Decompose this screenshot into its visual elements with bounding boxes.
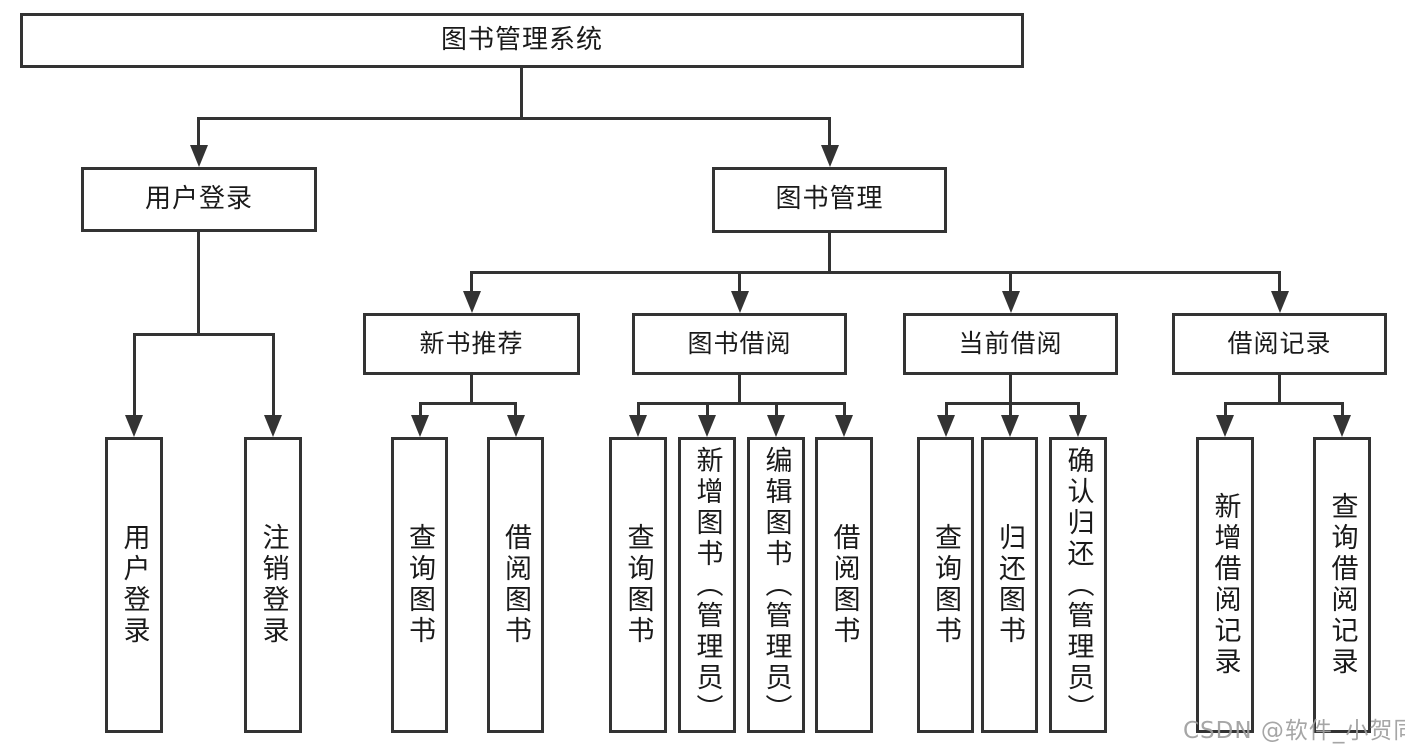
- node-user-login: 用户登录: [81, 167, 317, 232]
- connector-drop-c1: [945, 402, 948, 417]
- leaf-confirm-return-admin-label: 确认归还（管理员）: [1062, 445, 1094, 725]
- connector-records-hline: [1224, 402, 1343, 405]
- leaf-return-books: 归还图书: [981, 437, 1038, 733]
- leaf-current-query-books: 查询图书: [917, 437, 974, 733]
- connector-drop-leaf-login: [133, 333, 136, 417]
- leaf-user-login-label: 用户登录: [118, 523, 150, 647]
- node-current-borrowing: 当前借阅: [903, 313, 1118, 375]
- arrowhead-n1: [411, 415, 429, 437]
- leaf-return-books-label: 归还图书: [994, 523, 1026, 647]
- connector-drop-b1: [637, 402, 640, 417]
- arrowhead-r1: [1216, 415, 1234, 437]
- leaf-borrowing-query-books: 查询图书: [609, 437, 667, 733]
- connector-drop-user-login: [197, 117, 200, 148]
- connector-drop-r2: [1341, 402, 1344, 417]
- connector-drop-r1: [1224, 402, 1227, 417]
- arrowhead-c1: [937, 415, 955, 437]
- node-book-borrowing: 图书借阅: [632, 313, 847, 375]
- node-book-borrowing-label: 图书借阅: [687, 328, 792, 358]
- arrowhead-borrowing: [731, 291, 749, 313]
- connector-drop-book-mgmt: [828, 117, 831, 148]
- arrowhead-current: [1002, 291, 1020, 313]
- arrowhead-book-mgmt: [821, 145, 839, 167]
- leaf-logout-login-label: 注销登录: [257, 523, 289, 647]
- connector-drop-b4: [843, 402, 846, 417]
- node-new-book-recommend: 新书推荐: [363, 313, 580, 375]
- leaf-add-borrow-record: 新增借阅记录: [1196, 437, 1254, 733]
- connector-newrec-hline: [419, 402, 517, 405]
- leaf-newrec-query-books: 查询图书: [391, 437, 448, 733]
- leaf-confirm-return-admin: 确认归还（管理员）: [1049, 437, 1107, 733]
- connector-borrowing-stem: [738, 373, 741, 404]
- leaf-current-query-books-label: 查询图书: [930, 523, 962, 647]
- arrowhead-leaf-logout: [264, 415, 282, 437]
- connector-drop-newrec: [470, 271, 473, 294]
- node-current-borrowing-label: 当前借阅: [958, 328, 1063, 358]
- leaf-add-books-admin-label: 新增图书（管理员）: [691, 445, 723, 725]
- leaf-query-borrow-record: 查询借阅记录: [1313, 437, 1371, 733]
- arrowhead-records: [1271, 291, 1289, 313]
- connector-login-stem: [197, 230, 200, 335]
- connector-level3-hline: [470, 271, 1281, 274]
- arrowhead-b2: [698, 415, 716, 437]
- node-user-login-label: 用户登录: [144, 183, 253, 214]
- leaf-borrowing-query-books-label: 查询图书: [622, 523, 654, 647]
- watermark-text: CSDN @软件_小贺同学: [1183, 718, 1405, 744]
- node-new-book-recommend-label: 新书推荐: [419, 328, 524, 358]
- leaf-add-borrow-record-label: 新增借阅记录: [1209, 492, 1241, 678]
- connector-drop-c2: [1009, 402, 1012, 417]
- arrowhead-b4: [835, 415, 853, 437]
- connector-root-stem: [520, 67, 523, 119]
- arrowhead-r2: [1333, 415, 1351, 437]
- node-book-management: 图书管理: [712, 167, 947, 233]
- leaf-query-borrow-record-label: 查询借阅记录: [1326, 492, 1358, 678]
- leaf-add-books-admin: 新增图书（管理员）: [678, 437, 736, 733]
- node-borrowing-records-label: 借阅记录: [1227, 328, 1332, 358]
- node-library-system: 图书管理系统: [20, 13, 1024, 68]
- connector-current-stem: [1009, 373, 1012, 404]
- leaf-edit-books-admin-label: 编辑图书（管理员）: [760, 445, 792, 725]
- connector-login-hline: [133, 333, 274, 336]
- connector-level2-hline: [197, 117, 831, 120]
- node-book-management-label: 图书管理: [775, 184, 884, 215]
- leaf-logout-login: 注销登录: [244, 437, 302, 733]
- leaf-user-login: 用户登录: [105, 437, 163, 733]
- connector-newrec-stem: [470, 373, 473, 404]
- node-library-system-label: 图书管理系统: [440, 24, 603, 55]
- leaf-edit-books-admin: 编辑图书（管理员）: [747, 437, 805, 733]
- arrowhead-newrec: [463, 291, 481, 313]
- connector-drop-n1: [419, 402, 422, 417]
- connector-drop-b2: [706, 402, 709, 417]
- connector-drop-current: [1009, 271, 1012, 294]
- arrowhead-b1: [629, 415, 647, 437]
- connector-drop-leaf-logout: [272, 333, 275, 417]
- connector-drop-records: [1278, 271, 1281, 294]
- arrowhead-leaf-login: [125, 415, 143, 437]
- connector-drop-c3: [1077, 402, 1080, 417]
- connector-current-hline: [945, 402, 1079, 405]
- connector-records-stem: [1278, 373, 1281, 404]
- leaf-newrec-borrow-books: 借阅图书: [487, 437, 544, 733]
- arrowhead-c3: [1069, 415, 1087, 437]
- connector-drop-borrowing: [738, 271, 741, 294]
- connector-drop-b3: [775, 402, 778, 417]
- connector-mgmt-stem: [828, 231, 831, 274]
- arrowhead-n2: [507, 415, 525, 437]
- leaf-newrec-borrow-books-label: 借阅图书: [500, 523, 532, 647]
- leaf-borrowing-borrow-books: 借阅图书: [815, 437, 873, 733]
- connector-borrowing-hline: [637, 402, 845, 405]
- leaf-borrowing-borrow-books-label: 借阅图书: [828, 523, 860, 647]
- arrowhead-c2: [1001, 415, 1019, 437]
- arrowhead-user-login: [190, 145, 208, 167]
- leaf-newrec-query-books-label: 查询图书: [404, 523, 436, 647]
- arrowhead-b3: [767, 415, 785, 437]
- connector-drop-n2: [514, 402, 517, 417]
- node-borrowing-records: 借阅记录: [1172, 313, 1387, 375]
